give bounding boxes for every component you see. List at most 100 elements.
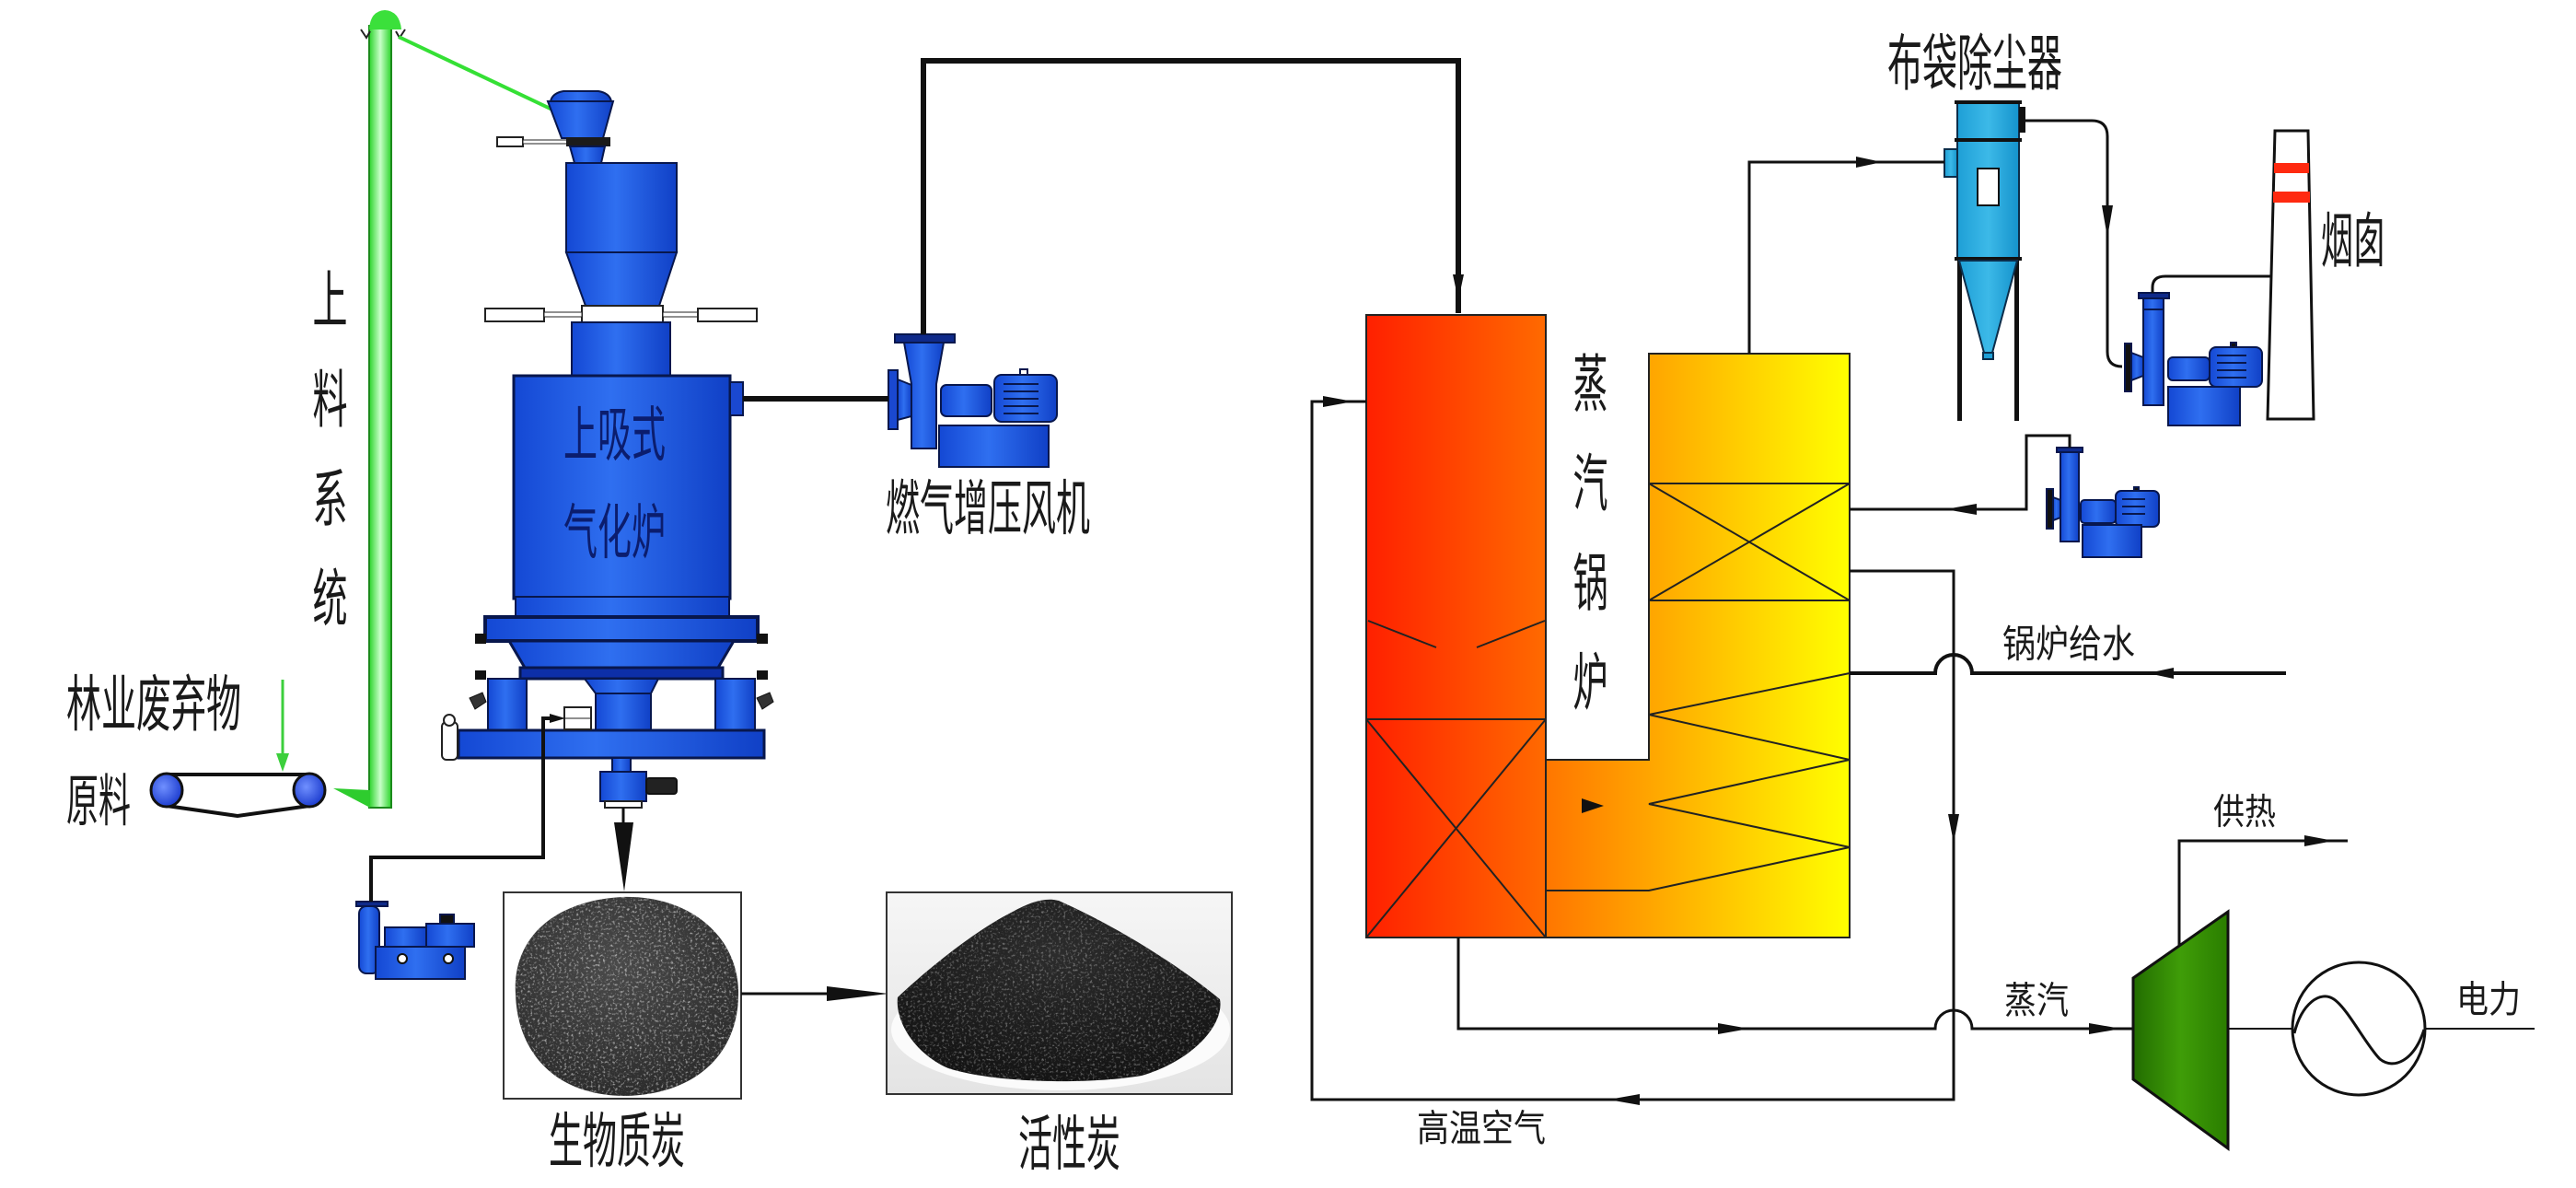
boiler-fan-coupling <box>2080 499 2117 524</box>
booster-inlet-flange <box>888 369 899 430</box>
chute-to-hopper <box>398 35 555 112</box>
electricity-label: 电力 <box>2456 979 2522 1022</box>
boiler-fan-inlet-nozzle <box>2052 495 2061 522</box>
arrow-steam-2 <box>2089 1023 2121 1034</box>
chimney <box>2266 129 2315 421</box>
activated-carbon-image <box>886 891 1233 1095</box>
bag-filter-leg-left <box>1957 259 1962 421</box>
raw-material-drop-arrowhead <box>276 753 289 772</box>
lock-valve-rod-right <box>662 311 699 318</box>
air-fan-motor <box>425 923 475 948</box>
gas-booster-fan-label: 燃气增压风机 <box>886 473 1090 543</box>
lock-valve-handle-right <box>697 308 758 322</box>
furnace-grate-section <box>1365 718 1547 938</box>
bag-filter-hopper <box>1957 260 2019 354</box>
superheater-section <box>1648 483 1851 601</box>
bag-filter-top-chamber <box>1956 102 2020 141</box>
upper-bin <box>565 162 678 253</box>
support-leg-right <box>714 678 756 731</box>
boiler-fan-base <box>2082 524 2142 558</box>
arrow-bag-filter-to-id-fan <box>2102 205 2113 238</box>
bin-cone <box>564 251 679 307</box>
flue-gas-direction-arrow <box>1582 798 1604 813</box>
feed-neck <box>568 146 607 164</box>
id-fan-inlet-flange <box>2124 343 2132 392</box>
booster-base <box>938 425 1050 468</box>
booster-terminal-box <box>1019 368 1028 376</box>
conveyor-roller-left <box>149 772 184 809</box>
lug-left-upper <box>475 634 486 644</box>
arrow-hot-air-down <box>1948 814 1959 843</box>
arrow-flue-to-bag-filter <box>1856 157 1882 168</box>
arrow-air-fan-to-boiler <box>1945 504 1977 515</box>
air-fan-to-boiler-pipe <box>1850 434 2071 511</box>
conveyor-roller-right <box>292 772 327 809</box>
discharge-valve-top <box>611 757 632 773</box>
boiler-feedwater-label: 锅炉给水 <box>2002 623 2136 667</box>
feeding-system <box>276 10 555 809</box>
base-plate <box>457 728 766 760</box>
ash-hopper <box>583 678 660 694</box>
boiler-fan-inlet-flange <box>2046 488 2054 530</box>
activated-carbon-granule-texture <box>897 899 1221 1082</box>
gasifier-neck <box>571 321 671 377</box>
bag-filter-label: 布袋除尘器 <box>1887 28 2063 99</box>
lock-valve-rod-left <box>543 311 583 318</box>
lug-right-lower <box>757 670 768 680</box>
booster-motor-fins <box>1004 383 1039 414</box>
bucket-elevator-pipe <box>368 25 392 809</box>
steam-boiler <box>1365 314 1851 938</box>
id-fan-terminal-box <box>2230 342 2237 348</box>
biochar-granule-texture <box>515 896 739 1096</box>
discharge-valve-motor <box>645 777 678 795</box>
chimney-stack <box>2266 129 2315 421</box>
leg-valve-left <box>469 692 487 710</box>
belt-conveyor <box>149 772 327 819</box>
steam-label: 蒸汽 <box>2004 980 2070 1023</box>
activation-arrowhead <box>827 986 888 1001</box>
superheater-cross <box>1648 483 1851 601</box>
activated-carbon-label: 活性炭 <box>1018 1109 1120 1179</box>
discharge-valve-body <box>599 771 647 802</box>
gasifier-label-line2: 气化炉 <box>563 497 666 567</box>
lug-left-lower <box>475 670 486 680</box>
hopper-valve-band <box>566 137 610 146</box>
boiler-feedwater-pipe <box>1850 653 2286 675</box>
feed-hopper <box>546 100 615 139</box>
id-fan-motor-fins <box>2217 355 2246 379</box>
steam-pipe <box>1456 938 2133 1031</box>
arrow-gas-into-boiler <box>1453 274 1464 300</box>
induced-draft-fan <box>2124 292 2263 426</box>
hopper-cap <box>549 90 613 102</box>
generator-ac-wave-icon <box>2292 995 2426 1066</box>
id-fan-base <box>2167 386 2241 426</box>
heat-supply-label: 供热 <box>2213 791 2276 834</box>
gas-outlet-flange <box>729 381 744 416</box>
id-fan-motor <box>2209 346 2263 388</box>
chimney-band-lower <box>2273 192 2310 203</box>
forestry-waste-label: 林业废弃物 <box>66 669 242 740</box>
hopper-valve-handle <box>496 136 524 147</box>
steam-turbine <box>2131 909 2230 1151</box>
arrow-heat-supply <box>2304 835 2334 846</box>
gas-booster-fan <box>888 333 1058 468</box>
ignition-port <box>441 721 458 761</box>
char-discharge-arrowhead <box>614 822 633 891</box>
ash-cone-band <box>518 666 725 681</box>
raw-material-label: 原料 <box>66 770 132 835</box>
air-fan-base-hole-left <box>397 953 408 964</box>
booster-to-boiler-pipe <box>921 58 1461 334</box>
boiler-fan-volute <box>2060 451 2080 542</box>
economizer-coil <box>1546 672 1851 891</box>
air-fan-base-hole-right <box>443 953 454 964</box>
boiler-fan-motor <box>2115 490 2160 528</box>
biochar-image <box>503 891 742 1100</box>
id-fan-coupling <box>2167 356 2210 381</box>
elevator-inlet-arrowhead <box>333 788 370 808</box>
booster-coupling <box>940 384 992 417</box>
bag-filter-window <box>1977 168 2000 206</box>
boiler-fan-terminal-box <box>2133 486 2140 492</box>
bag-filter-dust-outlet <box>1982 352 1994 360</box>
boiler-fan-motor-fins <box>2122 498 2145 515</box>
air-fan-coupling <box>384 926 427 948</box>
